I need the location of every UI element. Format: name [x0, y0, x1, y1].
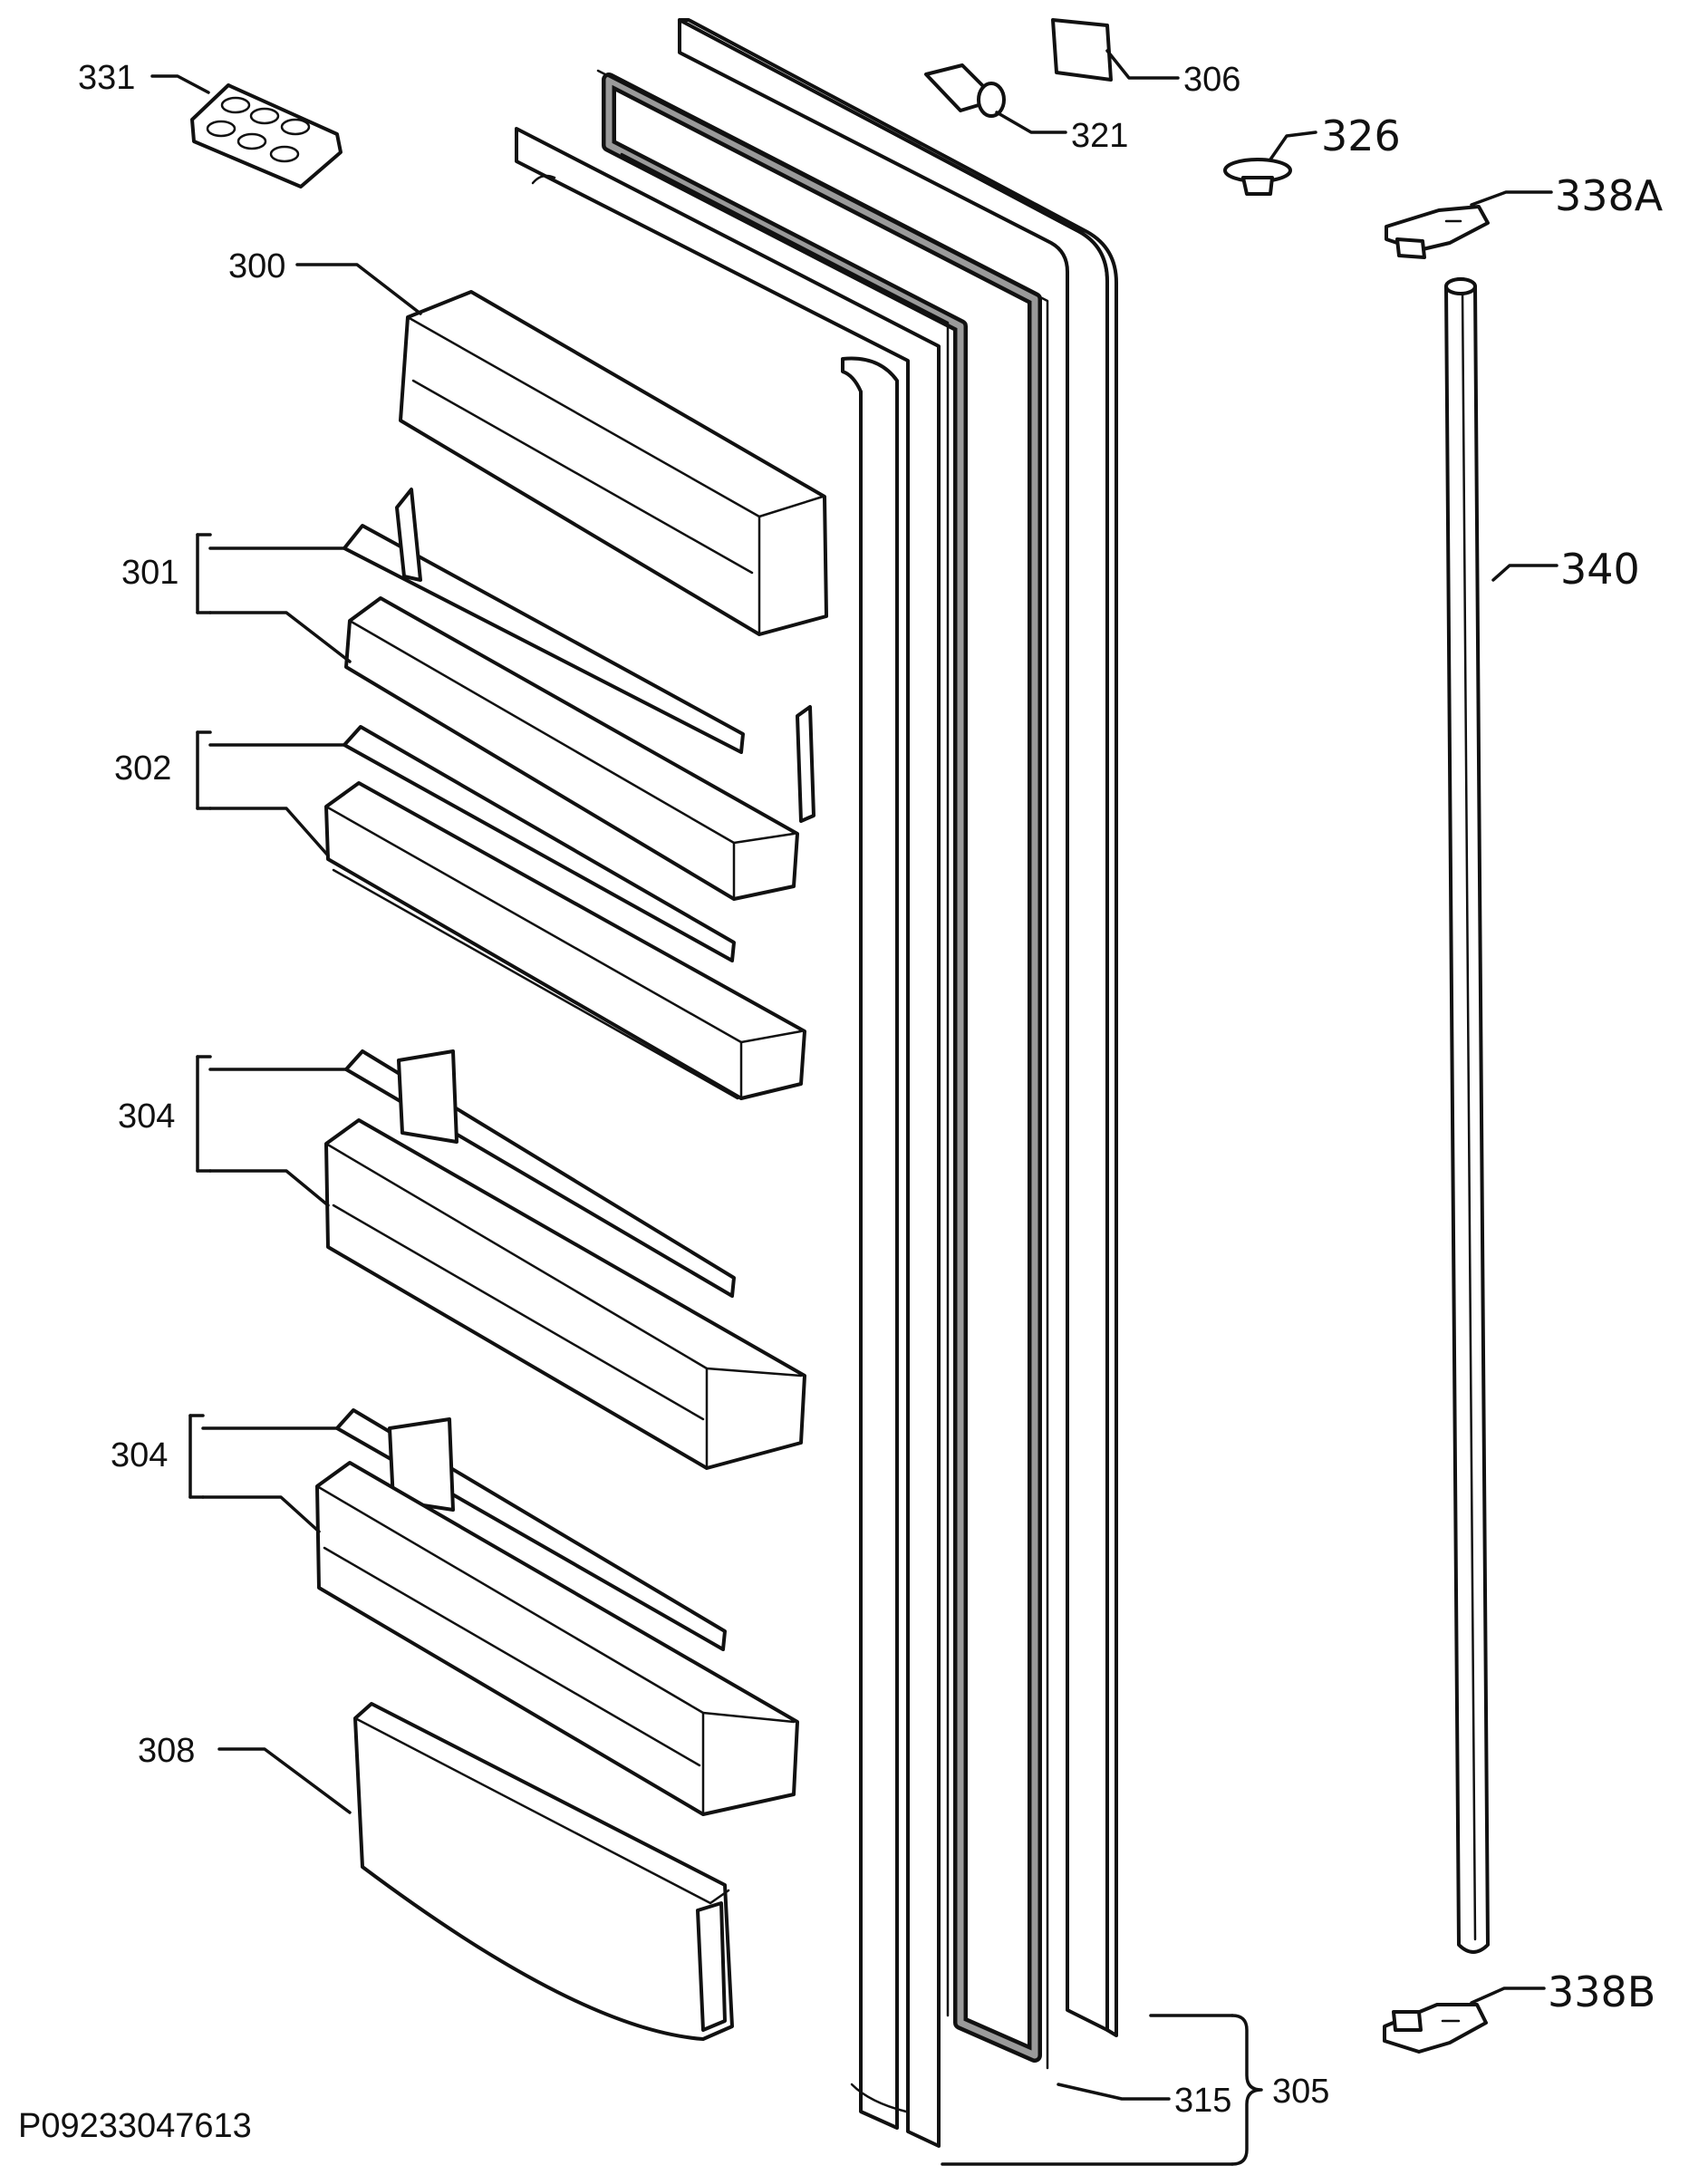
- outer-door-panel: [678, 18, 1118, 2037]
- diagram-code: P09233047613: [18, 2107, 252, 2145]
- inner-door-liner: [515, 127, 941, 2148]
- hinge-cover-338b: [1383, 2003, 1488, 2054]
- label-302: 302: [114, 749, 171, 788]
- leader-lines: [150, 49, 1558, 2166]
- label-338a: 338A: [1555, 171, 1664, 220]
- door-shelf-302: [324, 725, 806, 1100]
- label-304-lower: 304: [111, 1436, 168, 1474]
- label-326: 326: [1321, 111, 1401, 160]
- label-306: 306: [1183, 61, 1240, 99]
- label-301: 301: [121, 554, 179, 592]
- dairy-cover-300: [399, 290, 828, 636]
- label-338b: 338B: [1548, 1967, 1655, 2016]
- flap-cover-308: [353, 1702, 734, 2041]
- label-340: 340: [1560, 545, 1640, 594]
- egg-tray-331: [190, 83, 343, 188]
- label-300-top: 300: [228, 247, 285, 285]
- door-shelf-301: [343, 488, 815, 901]
- door-gasket: [596, 69, 1049, 2070]
- label-308: 308: [138, 1732, 195, 1770]
- part-labels: 331 300 301 302 304 304 308 306 321 326 …: [78, 59, 1664, 2120]
- door-shelf-304-lower: [315, 1408, 799, 1816]
- label-315: 315: [1174, 2082, 1231, 2120]
- door-shelf-304-upper: [324, 1049, 806, 1470]
- label-304-upper: 304: [118, 1097, 175, 1136]
- rating-label-306: [1051, 18, 1113, 82]
- magnet-321: [924, 63, 1006, 118]
- hinge-bushing-326: [1223, 158, 1292, 196]
- label-321: 321: [1071, 117, 1128, 155]
- door-handle-340: [1444, 277, 1490, 1954]
- hinge-cover-338a: [1385, 205, 1490, 259]
- label-331: 331: [78, 59, 135, 97]
- label-305: 305: [1272, 2073, 1329, 2111]
